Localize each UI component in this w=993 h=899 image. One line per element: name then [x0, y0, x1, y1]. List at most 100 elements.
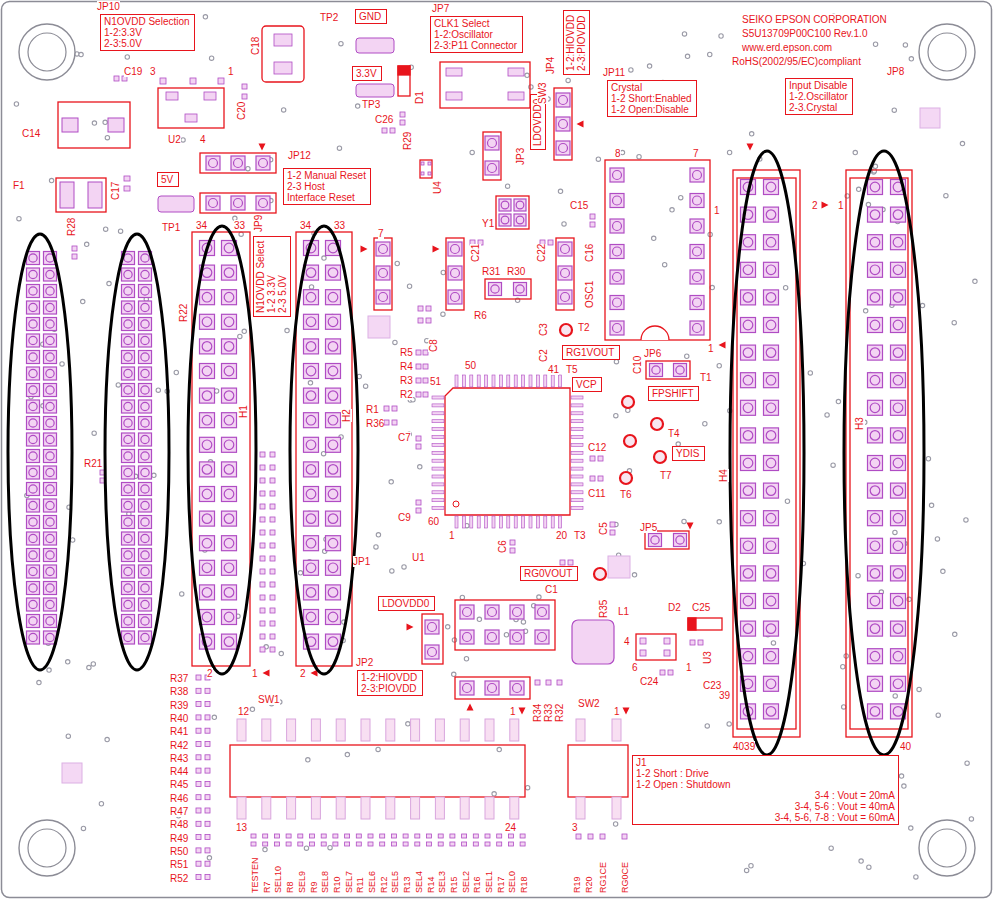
smd-pad: [548, 240, 553, 245]
switch-pin: [460, 719, 469, 741]
through-hole-pad: [610, 321, 624, 335]
through-hole-pad: [891, 566, 906, 581]
header-outline: [296, 232, 352, 666]
smd-pad: [333, 834, 338, 838]
smd-pad: [416, 364, 421, 369]
smd-pad: [263, 842, 268, 846]
via: [363, 384, 367, 388]
part-label: C1: [545, 584, 558, 595]
smd-pad: [260, 608, 265, 613]
through-hole-pad: [556, 117, 570, 131]
part-label: SW2: [578, 698, 600, 709]
smd-pad: [382, 128, 387, 133]
smd-pad: [242, 94, 247, 99]
smd-pad: [260, 569, 265, 574]
smd-pad: [427, 842, 432, 846]
via: [99, 802, 103, 806]
smd-pad: [392, 420, 397, 425]
smd-pad: [286, 842, 291, 846]
pad-hole: [224, 440, 234, 450]
through-hole-pad: [27, 334, 40, 347]
pad-hole: [141, 584, 149, 592]
part-label: R46: [170, 793, 188, 804]
pad-hole: [766, 651, 776, 661]
part-label: 2: [207, 668, 213, 679]
via: [497, 747, 501, 751]
via: [181, 138, 185, 142]
via: [105, 135, 109, 139]
via: [470, 150, 474, 154]
through-hole-pad: [222, 585, 237, 600]
through-hole-pad: [304, 314, 319, 329]
pad-hole: [893, 651, 903, 661]
pad-hole: [743, 320, 753, 330]
through-hole-pad: [27, 549, 40, 562]
through-hole-pad: [891, 318, 906, 333]
through-hole-pad: [868, 428, 883, 443]
pad-hole: [46, 600, 54, 608]
part-label: JP2: [356, 657, 373, 668]
via: [49, 178, 53, 182]
smd-pad: [205, 688, 210, 693]
header-outline: [733, 170, 800, 737]
through-hole-pad: [139, 400, 152, 413]
fuse-outline: [56, 178, 106, 212]
vertical-part-label: R13: [402, 876, 412, 893]
part-label: JP8: [887, 66, 904, 77]
through-hole-pad: [122, 384, 135, 397]
part-label: C7: [398, 432, 411, 443]
through-hole-pad: [326, 265, 341, 280]
through-hole-pad: [891, 594, 906, 609]
smd-pad: [664, 650, 670, 656]
chip-pin: [551, 375, 554, 387]
chip-pin: [432, 436, 444, 439]
through-hole-pad: [27, 285, 40, 298]
jumper-outline: [483, 132, 501, 180]
through-hole-pad: [326, 585, 341, 600]
part-label: R6: [474, 310, 487, 321]
vertical-part-label: RG0CE: [620, 862, 630, 893]
vertical-part-label: JP9: [253, 215, 264, 232]
via: [238, 334, 242, 338]
through-hole-pad: [122, 417, 135, 430]
smd-pad: [260, 491, 265, 496]
pad-hole: [766, 569, 776, 579]
via: [717, 364, 721, 368]
through-hole-pad: [764, 676, 779, 691]
via: [917, 687, 921, 691]
pad-hole: [613, 247, 622, 256]
smd-pad: [400, 120, 405, 125]
vertical-part-label: R20: [584, 876, 594, 893]
test-pad: [356, 84, 394, 97]
through-hole-pad: [741, 649, 756, 664]
through-hole-pad: [122, 516, 135, 529]
through-hole-pad: [326, 536, 341, 551]
mounting-hole: [919, 24, 975, 80]
smd-pad: [391, 842, 396, 846]
smd-pad: [391, 834, 396, 838]
pad-hole: [29, 468, 37, 476]
pad-hole: [693, 247, 702, 256]
pad-hole: [259, 159, 268, 168]
smd-pad: [196, 861, 201, 866]
through-hole-pad: [200, 388, 215, 403]
through-hole-pad: [690, 296, 704, 310]
pad-hole: [766, 624, 776, 634]
through-hole-pad: [122, 582, 135, 595]
chip-pin: [522, 516, 525, 528]
note-text: 1-2:Oscillator: [434, 29, 519, 40]
note-text: YDIS: [676, 448, 701, 459]
pad-hole: [893, 237, 903, 247]
through-hole-pad: [764, 704, 779, 719]
part-label: R44: [170, 766, 188, 777]
part-label: C15: [570, 200, 588, 211]
through-hole-pad: [44, 582, 57, 595]
through-hole-pad: [122, 631, 135, 644]
smd-pad: [576, 834, 581, 839]
part-label: C9: [398, 512, 411, 523]
pad-hole: [259, 199, 268, 208]
silkscreen-note-box: N1OVDD Selection1-2:3.3V2-3:5.0V: [100, 14, 195, 51]
through-hole-pad: [326, 437, 341, 452]
through-hole-pad: [425, 645, 439, 659]
through-hole-pad: [122, 549, 135, 562]
